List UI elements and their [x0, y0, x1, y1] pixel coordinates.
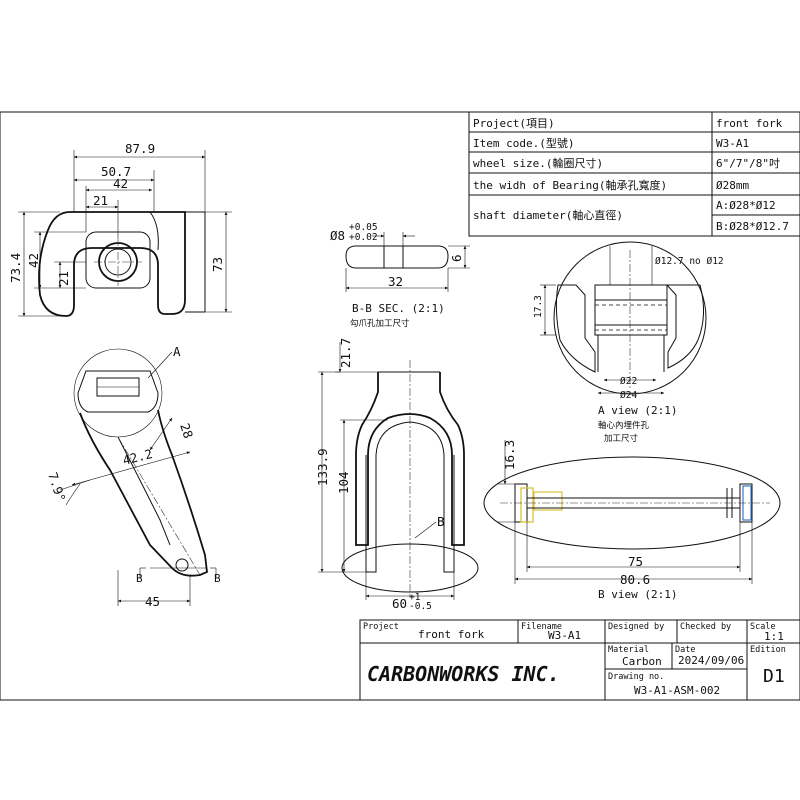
- section-marker-b-left: B: [136, 572, 143, 585]
- dim-side-42-2: 42.2: [121, 446, 154, 468]
- spec-label-shaft: shaft diameter(軸心直徑): [473, 208, 623, 222]
- dim-top-42-side: 42: [26, 253, 41, 268]
- tb-date-value: 2024/09/06: [678, 654, 744, 667]
- bb-section: Ø8 +0.05 +0.02 32 6 B-B SEC. (2:1) 勾爪孔加工…: [330, 222, 470, 329]
- tb-edition-label: Edition: [750, 645, 786, 655]
- dim-side-28: 28: [177, 421, 196, 440]
- tb-project-label: Project: [363, 622, 399, 632]
- dim-b-75: 75: [628, 554, 643, 569]
- dim-bb-width: 32: [388, 274, 403, 289]
- spec-value-shaft-b: B:Ø28*Ø12.7: [716, 220, 789, 233]
- spec-value-project: front fork: [716, 117, 783, 130]
- dim-side-angle: 7.9°: [45, 470, 69, 503]
- spec-value-shaft-a: A:Ø28*Ø12: [716, 199, 776, 212]
- detail-marker-a: A: [173, 344, 181, 359]
- bb-section-caption-cn: 勾爪孔加工尺寸: [350, 318, 410, 329]
- dim-top-87-9: 87.9: [125, 141, 155, 156]
- dim-a-dia-24: Ø24: [620, 390, 637, 401]
- b-view: 16.3 75 80.6 B view (2:1): [483, 440, 781, 601]
- tb-date-label: Date: [675, 645, 695, 655]
- b-view-caption: B view (2:1): [598, 588, 677, 601]
- front-view: B 21.7 133.9 104 60 +1 -0.5: [315, 338, 479, 612]
- a-view-caption-cn-1: 軸心內埋件孔: [598, 420, 650, 431]
- dim-a-bore: Ø12.7 no Ø12: [655, 256, 724, 267]
- dim-bb-diameter: Ø8: [330, 228, 345, 243]
- dim-b-80-6: 80.6: [620, 572, 650, 587]
- sheet-border: [0, 111, 800, 701]
- spec-label-project: Project(項目): [473, 117, 555, 130]
- tb-designed-label: Designed by: [608, 622, 664, 632]
- dim-front-21-7: 21.7: [338, 338, 353, 368]
- tb-filename-value: W3-A1: [548, 629, 581, 642]
- tb-project-value: front fork: [418, 628, 485, 641]
- tb-material-label: Material: [608, 645, 649, 655]
- dim-front-104: 104: [336, 471, 351, 494]
- dim-bb-thickness: 6: [449, 254, 464, 262]
- dim-front-133-9: 133.9: [315, 448, 330, 486]
- spec-label-bearing: the widh of Bearing(軸承孔寬度): [473, 178, 667, 192]
- dim-top-73: 73: [210, 257, 225, 272]
- side-view: A 42.2 28 7.9° B B 45: [45, 344, 221, 609]
- a-view-caption-cn-2: 加工尺寸: [604, 433, 639, 444]
- bb-section-caption: B-B SEC. (2:1): [352, 302, 445, 315]
- tb-drawing-label: Drawing no.: [608, 672, 664, 682]
- tb-scale-label: Scale: [750, 622, 776, 632]
- dim-top-42: 42: [113, 176, 128, 191]
- tb-checked-label: Checked by: [680, 622, 731, 632]
- spec-value-wheel-size: 6"/7"/8"吋: [716, 157, 780, 170]
- spec-value-item-code: W3-A1: [716, 137, 749, 150]
- dim-top-50-7: 50.7: [101, 164, 131, 179]
- spec-value-bearing: Ø28mm: [716, 179, 749, 192]
- dim-a-17-3: 17.3: [533, 295, 544, 318]
- a-view-caption: A view (2:1): [598, 404, 677, 417]
- tb-material-value: Carbon: [622, 655, 662, 668]
- dim-a-dia-22: Ø22: [620, 376, 637, 387]
- tb-filename-label: Filename: [521, 622, 562, 632]
- company-logo: CARBONWORKS INC.: [367, 662, 560, 686]
- dim-b-16-3: 16.3: [502, 440, 517, 470]
- dim-top-21-side: 21: [56, 271, 71, 286]
- spec-label-item-code: Item code.(型號): [473, 136, 574, 150]
- dim-front-60-tol-minus: -0.5: [409, 601, 432, 612]
- title-block: Project front fork Filename W3-A1 Design…: [359, 619, 800, 701]
- tb-edition-value: D1: [763, 666, 785, 687]
- dim-front-60: 60: [392, 596, 407, 611]
- dim-bb-tol-plus: +0.05: [349, 222, 378, 233]
- dim-front-60-tol-plus: +1: [409, 592, 421, 603]
- a-view: Ø12.7 no Ø12 17.3 Ø22 Ø24 A view (2:1) 軸…: [533, 241, 724, 444]
- front-section-marker-b: B: [437, 514, 445, 529]
- dim-top-73-4: 73.4: [8, 253, 23, 283]
- spec-table: Project(項目) front fork Item code.(型號) W3…: [468, 111, 800, 237]
- tb-scale-value: 1:1: [764, 630, 784, 643]
- dim-top-21: 21: [93, 193, 108, 208]
- spec-label-wheel-size: wheel size.(輪圈尺寸): [473, 156, 603, 170]
- dim-side-45: 45: [145, 594, 160, 609]
- section-marker-b-right: B: [214, 572, 221, 585]
- top-view: 87.9 50.7 42 21 73.4 42 21 73: [8, 141, 232, 317]
- tb-drawing-value: W3-A1-ASM-002: [634, 684, 720, 697]
- dim-bb-tol-minus: +0.02: [349, 232, 378, 243]
